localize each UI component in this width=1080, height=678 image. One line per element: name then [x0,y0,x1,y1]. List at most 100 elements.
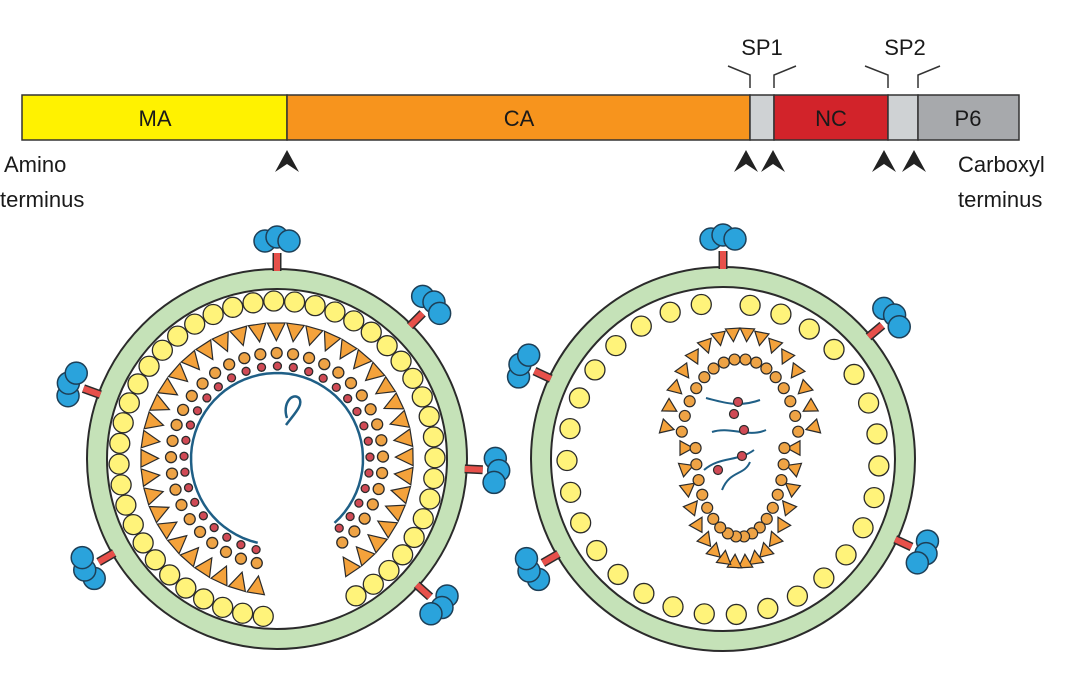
nc-protein [371,418,384,431]
matrix-protein [690,293,712,316]
arrowhead-icon [902,150,926,172]
matrix-protein [403,526,425,549]
matrix-protein [151,339,174,361]
capsid-protein [777,516,792,534]
rna-bead [190,497,200,508]
capsid-protein [389,485,412,505]
capsid-protein [715,549,732,566]
nc-protein [164,451,178,464]
domain-label-ca: CA [504,106,535,131]
spike-head [514,546,539,571]
spike-head [905,551,930,575]
matrix-protein [630,315,652,337]
spike-stalk [866,323,885,340]
capsid-protein [804,417,822,434]
rna-bead [318,373,328,383]
rna-bead [192,406,203,416]
matrix-protein [866,423,888,445]
mature-virion [506,223,940,652]
capsid-protein [156,521,178,541]
nc-protein [375,466,389,480]
arrowhead-icon [872,150,896,172]
amino-terminus-line1: Amino [4,152,66,177]
nc-protein [364,403,377,416]
capsid-protein [388,409,411,429]
arrowhead-icon [734,150,758,172]
spike-head [482,470,506,495]
matrix-protein [868,455,890,477]
immature-rna-beads [179,361,375,555]
rna-bead [334,523,344,533]
nc-protein [286,348,300,361]
immature-rna-strand [189,371,365,545]
capsid-protein [382,391,405,410]
capsid-protein [228,325,248,347]
capsid-protein [802,397,820,412]
callout-sp1: SP1 [741,35,783,60]
envelope-spike-icon [506,343,553,389]
nc-protein [683,395,696,408]
capsid-protein [140,429,162,449]
matrix-protein [412,508,434,530]
nc-protein [707,512,720,525]
spike-head [70,545,94,570]
matrix-protein [324,301,346,323]
rna-bead [352,406,362,417]
matrix-protein [252,605,274,628]
envelope-spike-icon [413,581,459,626]
capsid-protein [211,330,229,353]
spike-head [419,602,443,626]
capsid-protein [323,330,342,353]
matrix-protein [852,517,874,539]
nc-protein [771,488,784,501]
matrix-protein [159,564,181,586]
rna-bead [179,451,189,461]
capsid-protein [227,570,247,593]
matrix-protein [362,573,384,595]
domain-ca [286,94,751,141]
rna-bead [345,511,355,522]
rna-bead [181,435,191,446]
matrix-protein [813,567,835,589]
mature-rna-genome [703,396,767,491]
matrix-protein [231,602,254,624]
capsid-protein [684,348,699,366]
rna-bead [360,483,370,494]
matrix-protein [786,585,809,607]
nc-protein [254,348,267,361]
capsid-protein [784,482,802,499]
matrix-protein [863,487,885,509]
matrix-protein [390,350,412,372]
capsid-protein [376,520,399,539]
envelope-spike-icon [514,546,561,592]
rna-bead [331,382,341,393]
matrix-protein [607,563,629,586]
domain-nc [773,94,889,141]
matrix-protein [376,335,398,357]
rna-bead [272,361,283,371]
nc-protein [777,382,790,395]
capsid-protein [352,348,373,370]
nc-protein [372,482,385,496]
arrowhead-icon [275,150,299,172]
mature-matrix-layer [556,293,890,626]
rna-bead [364,468,374,478]
nc-protein [675,425,688,438]
carboxyl-terminus-line1: Carboxyl [958,152,1045,177]
nc-protein [223,358,236,371]
matrix-protein [568,387,591,409]
capsid-protein [768,530,785,548]
capsid-protein [673,361,690,379]
capsid-protein [696,337,712,355]
immature-virion [56,225,511,650]
nc-protein [183,512,196,526]
capsid-protein [384,504,407,523]
domain-sp2 [887,94,919,141]
spike-head [277,229,301,253]
rna-bead [213,382,224,392]
matrix-protein [127,373,149,395]
rna-bead [304,366,314,377]
matrix-protein [263,290,285,312]
domain-label-nc: NC [815,106,847,131]
spike-head [64,361,89,385]
